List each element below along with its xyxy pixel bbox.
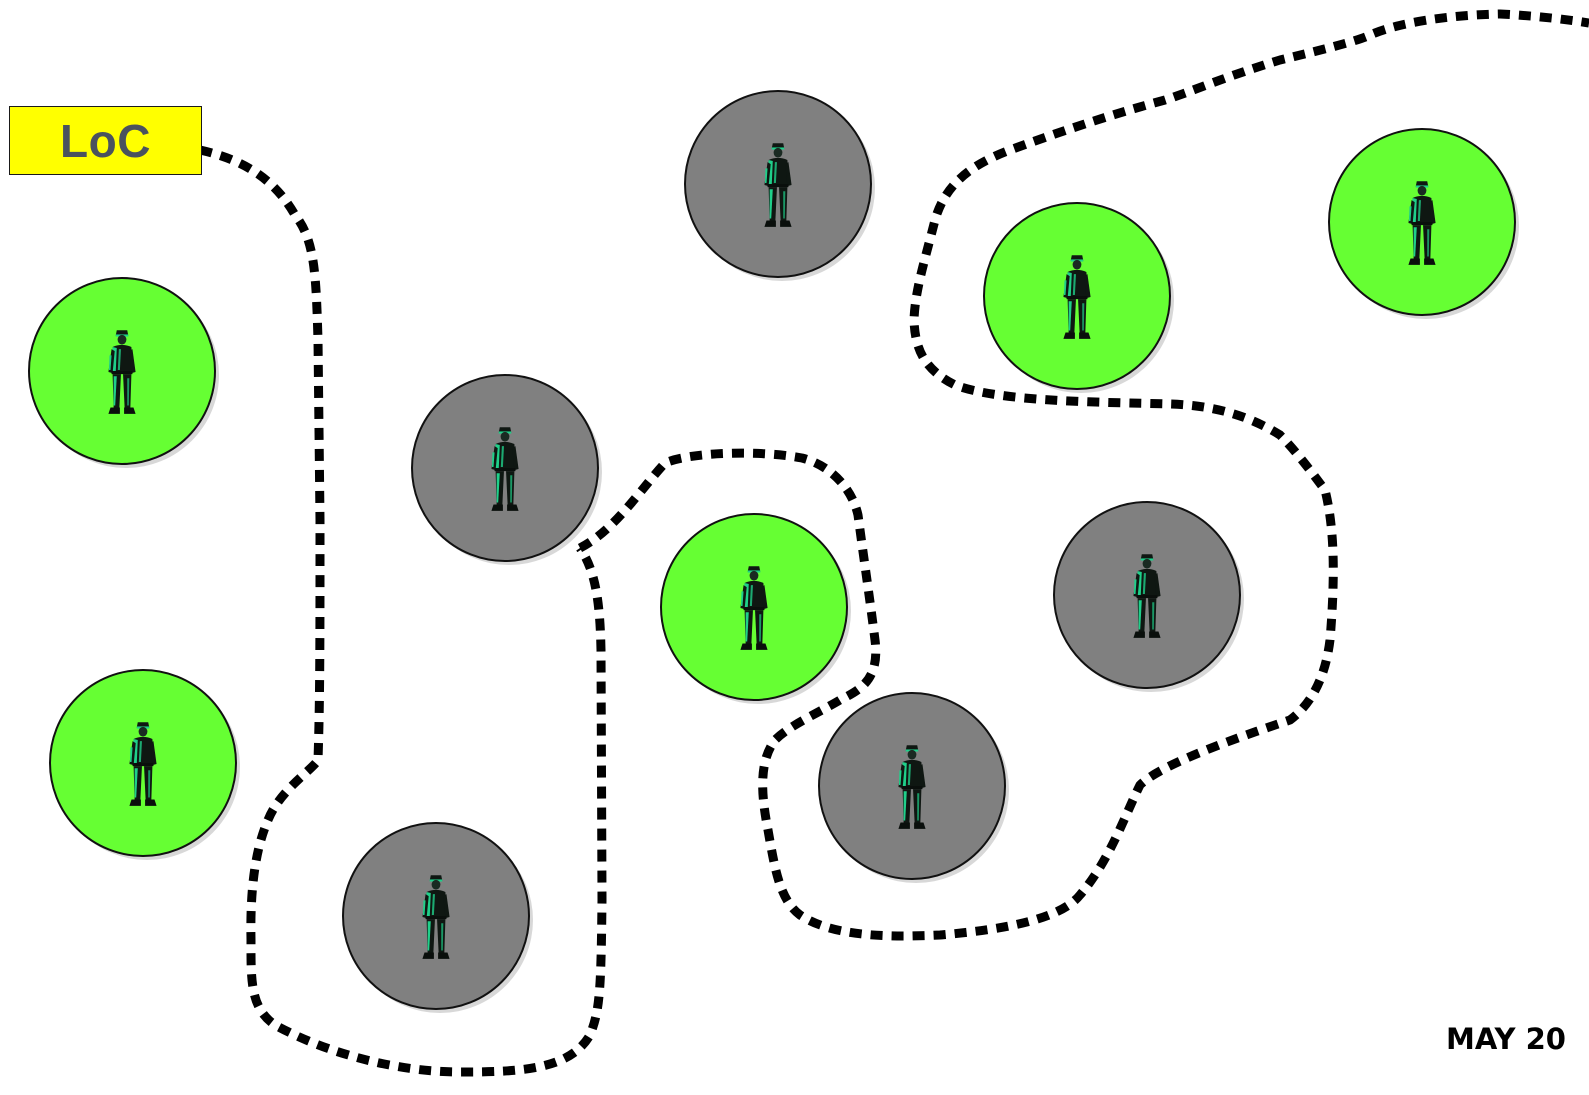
- marker-9: [1053, 501, 1244, 692]
- boundary-lines: [199, 9, 1589, 1077]
- date-footer: MAY 20: [1446, 1022, 1566, 1056]
- marker-6: [684, 90, 875, 281]
- marker-2: [49, 669, 240, 860]
- marker-3: [411, 374, 602, 565]
- marker-4: [342, 822, 533, 1013]
- marker-7: [818, 692, 1009, 883]
- marker-10: [1328, 128, 1519, 319]
- marker-5: [660, 513, 851, 704]
- loc-label: LoC: [9, 106, 202, 175]
- boundary-west: [199, 145, 607, 1077]
- marker-8: [983, 202, 1174, 393]
- marker-1: [28, 277, 219, 468]
- boundary-center: [577, 9, 1589, 941]
